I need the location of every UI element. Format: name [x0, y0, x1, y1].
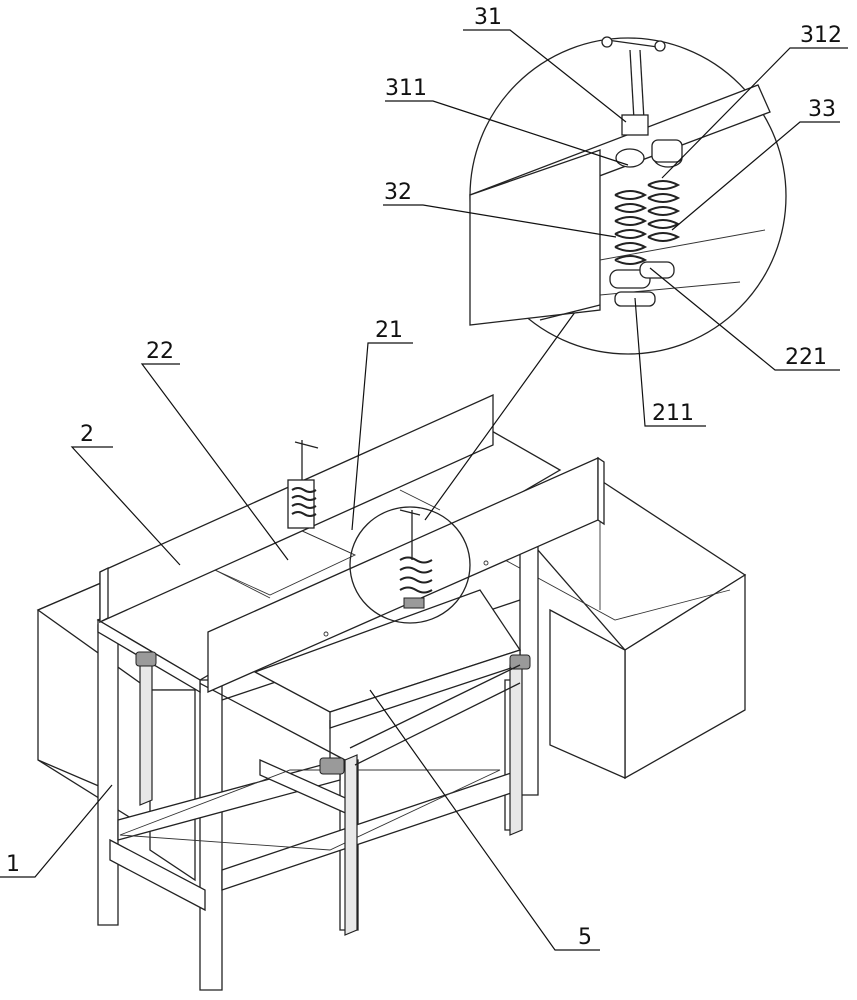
front-fence: [207, 456, 605, 693]
label-2: 2: [80, 422, 94, 447]
leader-lines: [0, 29, 848, 951]
label-33: 33: [808, 97, 836, 122]
label-311: 311: [385, 76, 427, 101]
label-31: 31: [474, 5, 502, 30]
rollers: [135, 651, 531, 936]
frame: [97, 539, 539, 991]
label-22: 22: [146, 339, 174, 364]
label-312: 312: [800, 23, 842, 48]
detail-circle-large: [469, 36, 787, 355]
label-21: 21: [375, 318, 403, 343]
label-1: 1: [6, 852, 20, 877]
label-221: 221: [785, 345, 827, 370]
label-32: 32: [384, 180, 412, 205]
small-spring-assembly: [287, 440, 319, 529]
detail-circle-small: [349, 307, 579, 624]
label-5: 5: [578, 925, 592, 950]
label-211: 211: [652, 401, 694, 426]
reference-labels: 31 312 311 33 32 221 211 21 22 2 1 5: [6, 5, 842, 950]
